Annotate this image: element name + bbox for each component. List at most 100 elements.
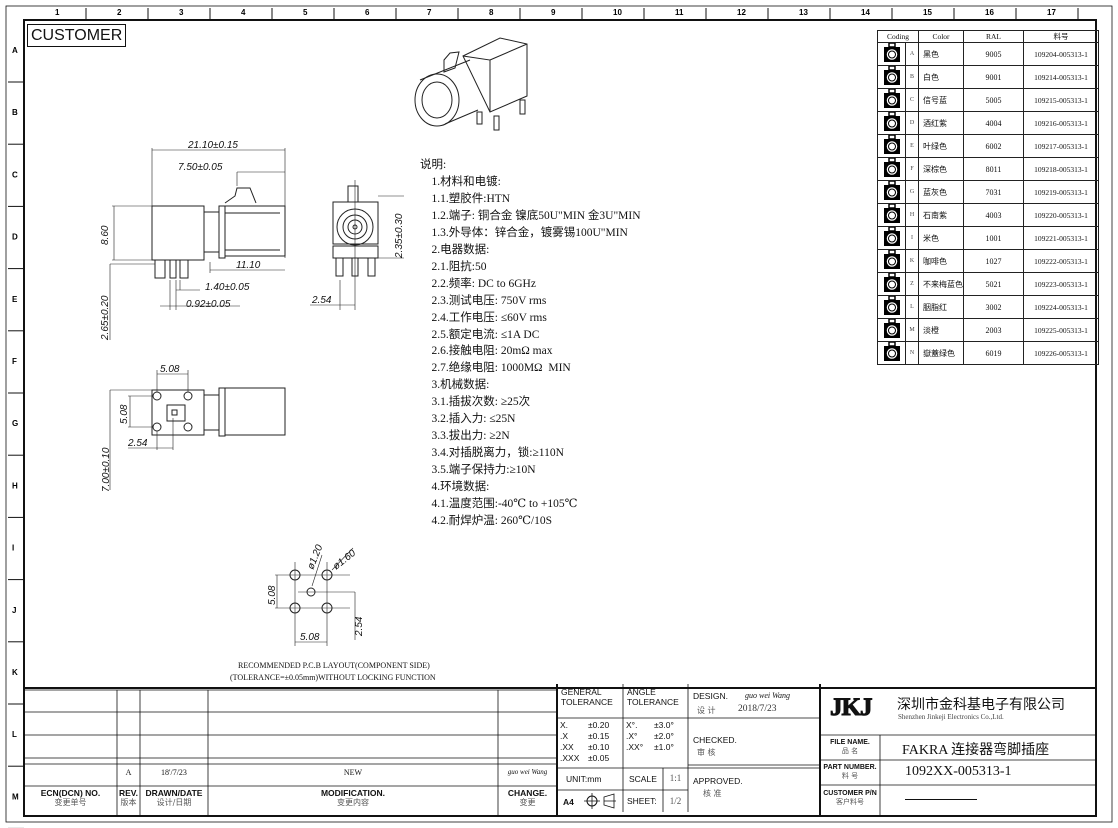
coding-letter: F (905, 157, 919, 181)
fakra-coding-icon (877, 295, 906, 319)
modification-label: MODIFICATION. (320, 788, 386, 798)
design-label-cn: 设 计 (697, 706, 716, 715)
part-number-label: PART NUMBER. (823, 764, 877, 771)
note-line: 3.4.对插脱离力，锁:≥110N (420, 447, 564, 460)
coding-ral: 9001 (963, 65, 1024, 89)
column-marker: 1 (55, 8, 60, 17)
coding-part: 109221-005313-1 (1023, 226, 1099, 250)
coding-letter: C (905, 88, 919, 112)
coding-ral: 4003 (963, 203, 1024, 227)
row-marker: D (12, 233, 18, 242)
coding-color: 深棕色 (918, 157, 964, 181)
coding-part: 109222-005313-1 (1023, 249, 1099, 273)
coding-letter: D (905, 111, 919, 135)
row-marker: E (12, 295, 18, 304)
dim-bottom-pitch-x: 5.08 (160, 364, 180, 375)
note-line: 2.7.绝缘电阻: 1000MΩ MIN (420, 362, 571, 375)
tolerance-digits: .XX (560, 742, 574, 752)
bottom-view (109, 370, 286, 490)
dim-overall-length: 21.10±0.15 (187, 140, 238, 151)
change-label-cn: 变更 (519, 798, 536, 807)
customer-label: CUSTOMER (27, 24, 127, 47)
tolerance-digits: .X (560, 731, 569, 741)
row-marker: M (12, 792, 19, 801)
ecn-label: ECN(DCN) NO. (40, 788, 101, 798)
column-marker: 5 (303, 8, 308, 17)
coding-letter: K (905, 249, 919, 273)
coding-part: 109218-005313-1 (1023, 157, 1099, 181)
coding-color: 信号蓝 (918, 88, 964, 112)
column-marker: 10 (613, 8, 622, 17)
coding-part: 109216-005313-1 (1023, 111, 1099, 135)
note-line: 说明: (420, 159, 447, 171)
coding-letter: G (905, 180, 919, 204)
column-marker: 14 (861, 8, 870, 17)
note-line: 1.材料和电镀: (420, 175, 501, 188)
note-line: 3.1.插拔次数: ≥25次 (420, 396, 531, 409)
angle-digits: X°. (626, 720, 638, 730)
row-marker: A (12, 46, 18, 55)
dim-hole-small: ø1.20 (306, 543, 326, 571)
fakra-coding-icon (877, 341, 906, 365)
approved-label-cn: 核 准 (703, 789, 722, 798)
coding-ral: 1027 (963, 249, 1024, 273)
angle-digits: .X° (626, 731, 638, 741)
coding-ral: 9005 (963, 42, 1024, 66)
company-logo: JKJ (829, 694, 872, 722)
coding-part: 109223-005313-1 (1023, 272, 1099, 296)
coding-part: 109217-005313-1 (1023, 134, 1099, 158)
outer-border (5, 5, 1113, 823)
coding-color: 咖啡色 (918, 249, 964, 273)
coding-letter: E (905, 134, 919, 158)
row-marker: L (12, 730, 17, 739)
note-line: 2.电器数据: (420, 243, 490, 256)
row-marker: J (12, 606, 16, 615)
design-date: 2018/7/23 (738, 704, 777, 714)
rev-label-cn: 版本 (120, 798, 137, 807)
general-tolerance-values: X.±0.20.X±0.15.XX±0.10.XXX±0.05 (560, 720, 609, 764)
part-number-value: 1092XX-005313-1 (905, 764, 1012, 779)
coding-part: 109204-005313-1 (1023, 42, 1099, 66)
coding-ral: 6019 (963, 341, 1024, 365)
fakra-coding-icon (877, 203, 906, 227)
coding-letter: I (905, 226, 919, 250)
column-marker: 8 (489, 8, 494, 17)
row-marker: C (12, 170, 18, 179)
tolerance-value: ±0.20 (588, 720, 610, 730)
column-marker: 7 (427, 8, 432, 17)
header-coding: Coding (877, 30, 919, 43)
coding-ral: 7031 (963, 180, 1024, 204)
rev-date: 18'/7/23 (161, 768, 187, 777)
coding-letter: Z (905, 272, 919, 296)
column-marker: 3 (179, 8, 184, 17)
fakra-coding-icon (877, 88, 906, 112)
coding-part: 109220-005313-1 (1023, 203, 1099, 227)
note-line: 1.1.塑胶件:HTN (420, 192, 511, 205)
fakra-coding-icon (877, 318, 906, 342)
coding-letter: B (905, 65, 919, 89)
pcb-caption-2: (TOLERANCE=±0.05mm)WITHOUT LOCKING FUNCT… (230, 673, 436, 682)
column-marker: 9 (551, 8, 556, 17)
rev-modification: NEW (343, 768, 363, 777)
note-line: 3.2.插入力: ≤25N (420, 413, 516, 426)
note-line: 3.3.拔出力: ≥2N (420, 430, 510, 443)
dim-bottom-offset: 2.54 (127, 438, 148, 449)
coding-part: 109219-005313-1 (1023, 180, 1099, 204)
dim-pin-length: 2.65±0.20 (100, 295, 111, 341)
tolerance-digits: .XXX (560, 753, 580, 763)
tolerance-value: ±0.05 (588, 753, 610, 763)
column-marker: 2 (117, 8, 122, 17)
change-label: CHANGE. (507, 788, 548, 798)
notes-block: 说明: 1.材料和电镀: 1.1.塑胶件:HTN 1.2.端子: 铜合金 镍底5… (420, 157, 641, 530)
connector-3d-view (414, 37, 528, 131)
note-line: 3.5.端子保持力:≥10N (420, 464, 536, 477)
row-marker: F (12, 357, 17, 366)
coding-part: 109226-005313-1 (1023, 341, 1099, 365)
row-marker: I (12, 544, 14, 553)
